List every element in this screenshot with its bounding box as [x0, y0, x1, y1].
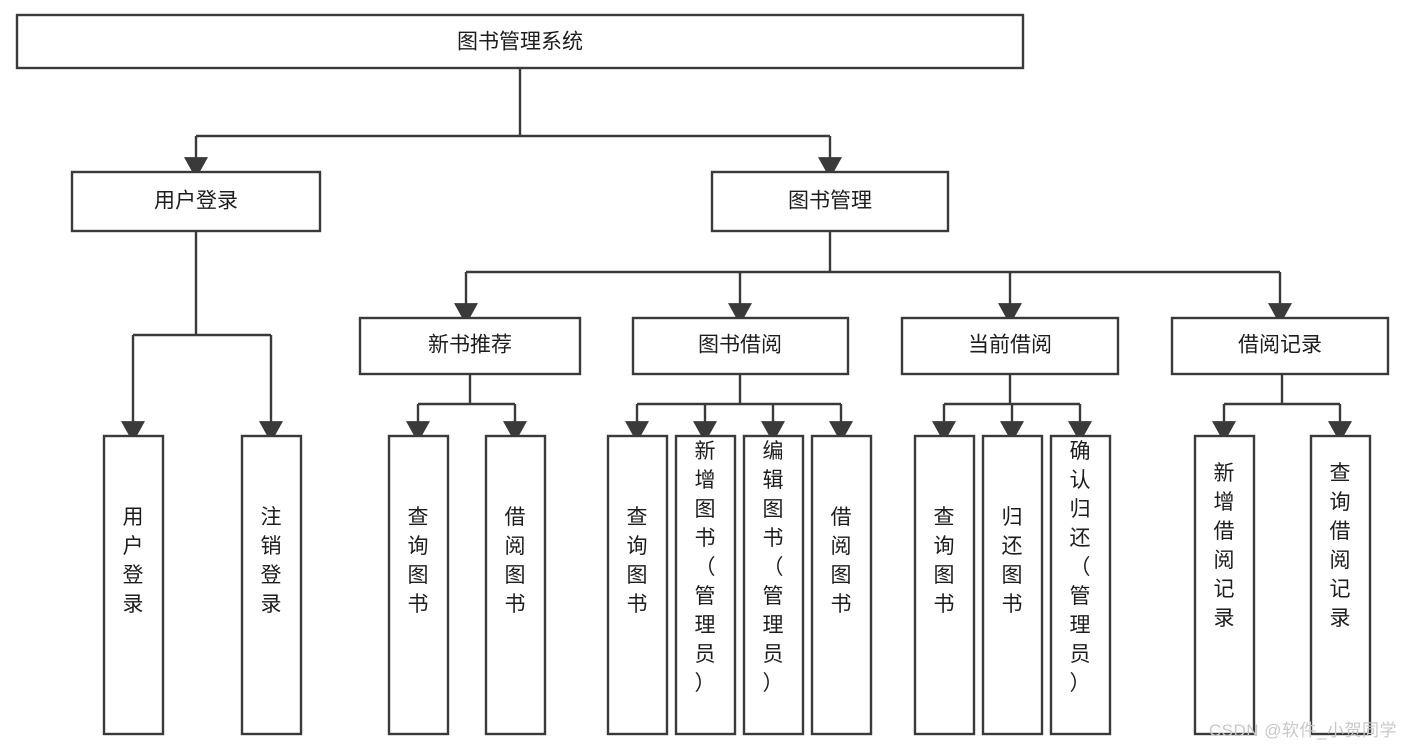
- leaf-borrow-edit-book[interactable]: 编辑图书（管理员）: [742, 434, 805, 736]
- leaf-box-borrow-edit-book: [742, 434, 805, 736]
- node-label-current-borrow: 当前借阅: [968, 334, 1052, 357]
- csdn-watermark: CSDN @软件_小贺同学: [1208, 721, 1397, 740]
- leaf-box-user-login-login: [102, 434, 165, 736]
- leaf-label-record-add: 新增借阅记录: [1214, 462, 1235, 630]
- leaf-user-login-logout[interactable]: 注销登录: [240, 434, 303, 736]
- node-user-login[interactable]: 用户登录: [70, 170, 322, 233]
- node-box-book-management: [710, 170, 950, 233]
- leaf-label-borrow-add-book: 新增图书（管理员）: [695, 440, 716, 695]
- leaf-label-current-confirm-return: 确认归还（管理员）: [1070, 440, 1091, 695]
- leaf-new-book-query[interactable]: 查询图书: [387, 434, 450, 736]
- leaf-label-user-login-login: 用户登录: [123, 506, 144, 616]
- node-box-user-login: [70, 170, 322, 233]
- leaf-current-query-book[interactable]: 查询图书: [913, 434, 976, 736]
- leaf-new-book-borrow[interactable]: 借阅图书: [484, 434, 547, 736]
- leaf-box-user-login-logout: [240, 434, 303, 736]
- leaf-borrow-query-book[interactable]: 查询图书: [606, 434, 669, 736]
- node-borrow-record[interactable]: 借阅记录: [1170, 316, 1390, 376]
- node-label-borrow-record: 借阅记录: [1238, 334, 1322, 357]
- node-label-new-book-recommendation: 新书推荐: [428, 334, 512, 357]
- node-current-borrow[interactable]: 当前借阅: [900, 316, 1120, 376]
- connector-layer: [121, 68, 1352, 443]
- leaf-box-borrow-add-book: [674, 434, 737, 736]
- leaf-box-borrow-query-book: [606, 434, 669, 736]
- node-book-borrow[interactable]: 图书借阅: [631, 316, 850, 376]
- leaf-label-current-return-book: 归还图书: [1002, 506, 1023, 616]
- node-label-user-login: 用户登录: [154, 190, 238, 213]
- leaf-box-borrow-borrow-book: [810, 434, 873, 736]
- leaf-current-confirm-return[interactable]: 确认归还（管理员）: [1049, 434, 1112, 736]
- leaf-current-return-book[interactable]: 归还图书: [981, 434, 1044, 736]
- node-box-current-borrow: [900, 316, 1120, 376]
- node-label-book-borrow: 图书借阅: [698, 334, 782, 357]
- node-box-new-book-recommendation: [358, 316, 582, 376]
- leaf-box-record-add: [1193, 434, 1256, 736]
- leaf-label-borrow-edit-book: 编辑图书（管理员）: [763, 440, 784, 695]
- leaf-label-current-query-book: 查询图书: [934, 506, 955, 616]
- node-label-root: 图书管理系统: [457, 31, 583, 54]
- node-book-management[interactable]: 图书管理: [710, 170, 950, 233]
- node-box-root: [15, 13, 1025, 70]
- leaf-label-new-book-borrow: 借阅图书: [505, 506, 526, 616]
- node-box-borrow-record: [1170, 316, 1390, 376]
- leaf-borrow-add-book[interactable]: 新增图书（管理员）: [674, 434, 737, 736]
- leaf-box-record-query: [1309, 434, 1372, 736]
- node-new-book-recommendation[interactable]: 新书推荐: [358, 316, 582, 376]
- leaf-label-user-login-logout: 注销登录: [261, 506, 282, 616]
- node-box-book-borrow: [631, 316, 850, 376]
- leaf-box-current-confirm-return: [1049, 434, 1112, 736]
- leaf-user-login-login[interactable]: 用户登录: [102, 434, 165, 736]
- leaf-box-new-book-query: [387, 434, 450, 736]
- leaf-box-current-return-book: [981, 434, 1044, 736]
- leaf-label-borrow-borrow-book: 借阅图书: [831, 506, 852, 616]
- node-root-book-management-system[interactable]: 图书管理系统: [15, 13, 1025, 70]
- leaf-label-record-query: 查询借阅记录: [1330, 462, 1351, 630]
- leaf-box-new-book-borrow: [484, 434, 547, 736]
- leaf-box-current-query-book: [913, 434, 976, 736]
- node-label-book-management: 图书管理: [788, 190, 872, 213]
- leaf-record-query[interactable]: 查询借阅记录: [1309, 434, 1372, 736]
- leaf-label-new-book-query: 查询图书: [408, 506, 429, 616]
- leaf-record-add[interactable]: 新增借阅记录: [1193, 434, 1256, 736]
- leaf-borrow-borrow-book[interactable]: 借阅图书: [810, 434, 873, 736]
- leaf-label-borrow-query-book: 查询图书: [627, 506, 648, 616]
